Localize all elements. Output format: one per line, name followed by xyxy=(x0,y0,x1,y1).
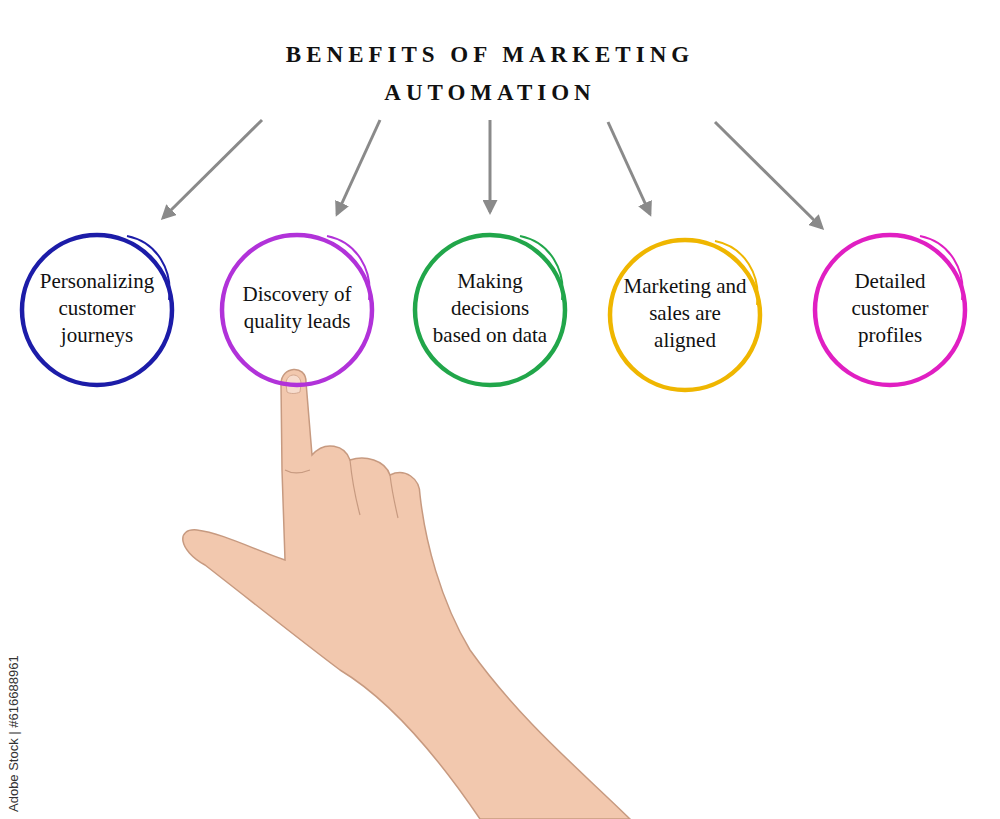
circle-stroke-tail xyxy=(920,236,963,300)
benefit-circle: Personalizing customer journeys xyxy=(17,230,177,390)
pointer-arrow xyxy=(489,120,492,212)
title-arrows xyxy=(163,120,822,228)
benefit-text: Personalizing customer journeys xyxy=(33,268,161,349)
benefit-circle: Marketing and sales are aligned xyxy=(605,235,765,395)
benefit-text: Making decisions based on data xyxy=(426,268,554,349)
benefit-text: Detailed customer profiles xyxy=(826,268,954,349)
pointer-arrow xyxy=(608,122,650,214)
benefit-circle: Making decisions based on data xyxy=(410,230,570,390)
pointer-arrow xyxy=(337,120,380,214)
pointing-hand xyxy=(183,369,630,819)
circle-ring xyxy=(610,240,760,390)
benefit-text: Marketing and sales are aligned xyxy=(621,273,749,354)
pointer-arrow xyxy=(163,120,262,218)
circle-ring xyxy=(815,235,965,385)
pointer-arrow xyxy=(715,122,822,228)
diagram-title: BENEFITS OF MARKETING AUTOMATION xyxy=(220,36,760,112)
benefit-text: Discovery of quality leads xyxy=(233,281,361,335)
circle-ring xyxy=(22,235,172,385)
benefit-circle: Detailed customer profiles xyxy=(810,230,970,390)
circle-stroke-tail xyxy=(520,236,563,300)
watermark-label: Adobe Stock | #616688961 xyxy=(6,655,21,812)
circle-ring xyxy=(415,235,565,385)
benefit-circle: Discovery of quality leads xyxy=(217,230,377,390)
finger-crease xyxy=(285,460,398,518)
circle-ring xyxy=(222,235,372,385)
